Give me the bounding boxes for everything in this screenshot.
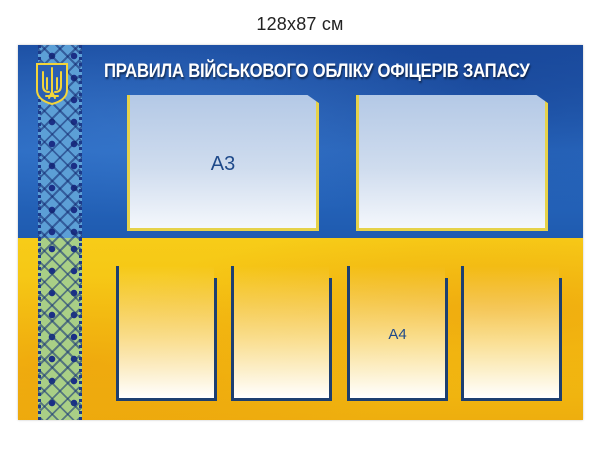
board-title: ПРАВИЛА ВІЙСЬКОВОГО ОБЛІКУ ОФІЦЕРІВ ЗАПА… bbox=[104, 61, 530, 82]
a4-pocket-4 bbox=[461, 266, 562, 401]
embroidery-ornament-strip-lower bbox=[38, 238, 82, 420]
a3-pocket-label: A3 bbox=[210, 153, 236, 175]
coat-of-arms-trident-icon bbox=[36, 63, 68, 106]
a4-pocket-1 bbox=[116, 266, 217, 401]
dimensions-caption: 128x87 см bbox=[256, 14, 344, 34]
a4-pocket-2 bbox=[231, 266, 332, 401]
info-board: ПРАВИЛА ВІЙСЬКОВОГО ОБЛІКУ ОФІЦЕРІВ ЗАПА… bbox=[18, 45, 583, 420]
a4-pocket-label: A4 bbox=[388, 326, 407, 343]
a4-pocket-3: A4 bbox=[347, 266, 448, 401]
a3-pocket-1: A3 bbox=[127, 95, 319, 231]
a3-pocket-2 bbox=[356, 95, 548, 231]
